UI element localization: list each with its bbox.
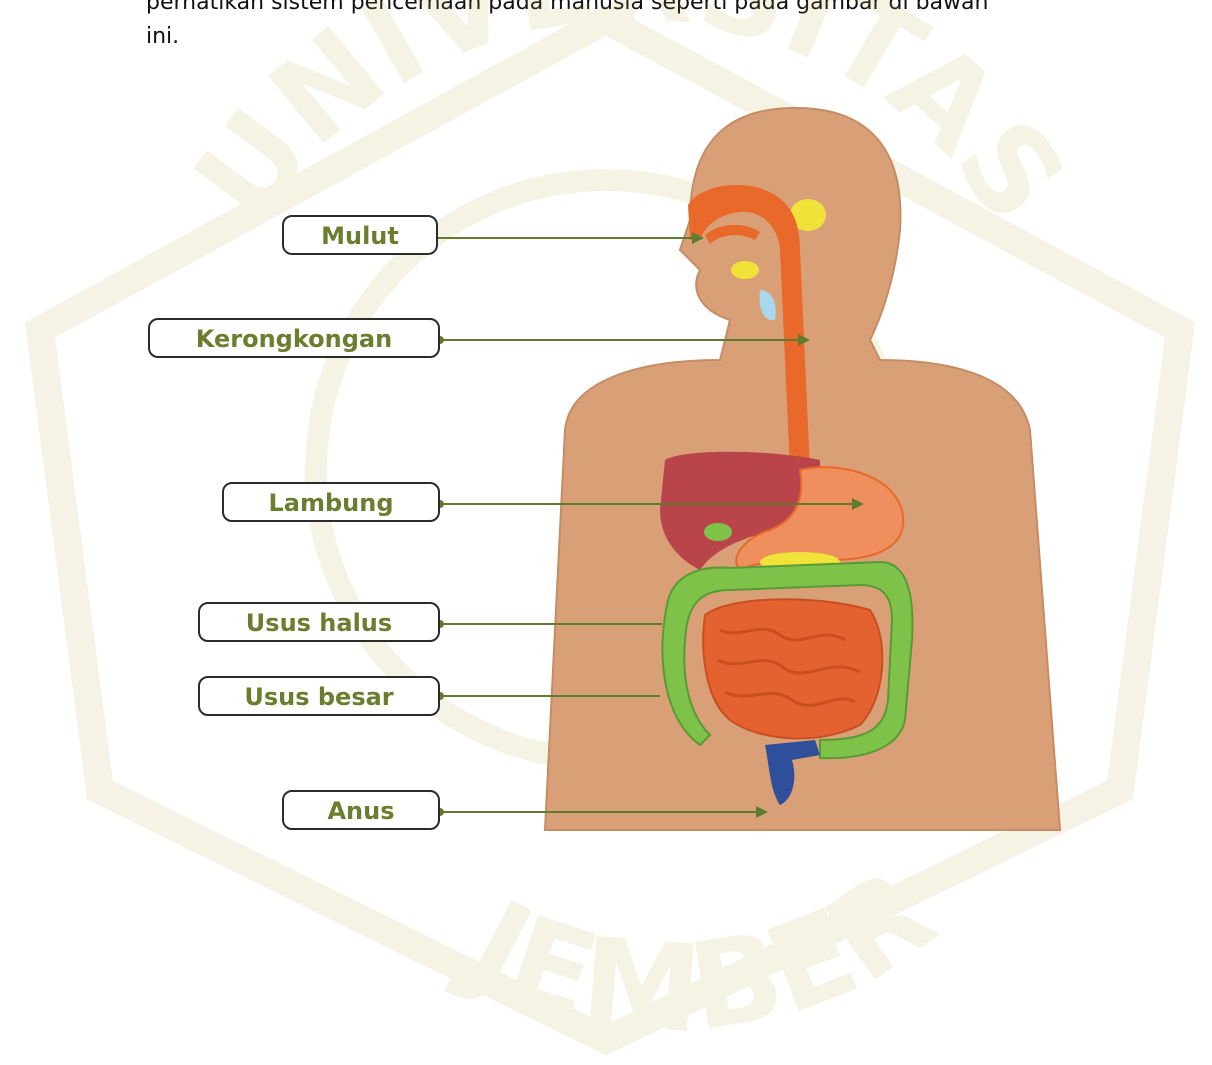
label-lambung: Lambung [222, 482, 440, 522]
label-usus-halus: Usus halus [198, 602, 440, 642]
salivary-gland [731, 261, 759, 279]
label-anus: Anus [282, 790, 440, 830]
label-usus-besar: Usus besar [198, 676, 440, 716]
label-mulut: Mulut [282, 215, 438, 255]
gallbladder [704, 523, 732, 541]
label-kerongkongan: Kerongkongan [148, 318, 440, 358]
